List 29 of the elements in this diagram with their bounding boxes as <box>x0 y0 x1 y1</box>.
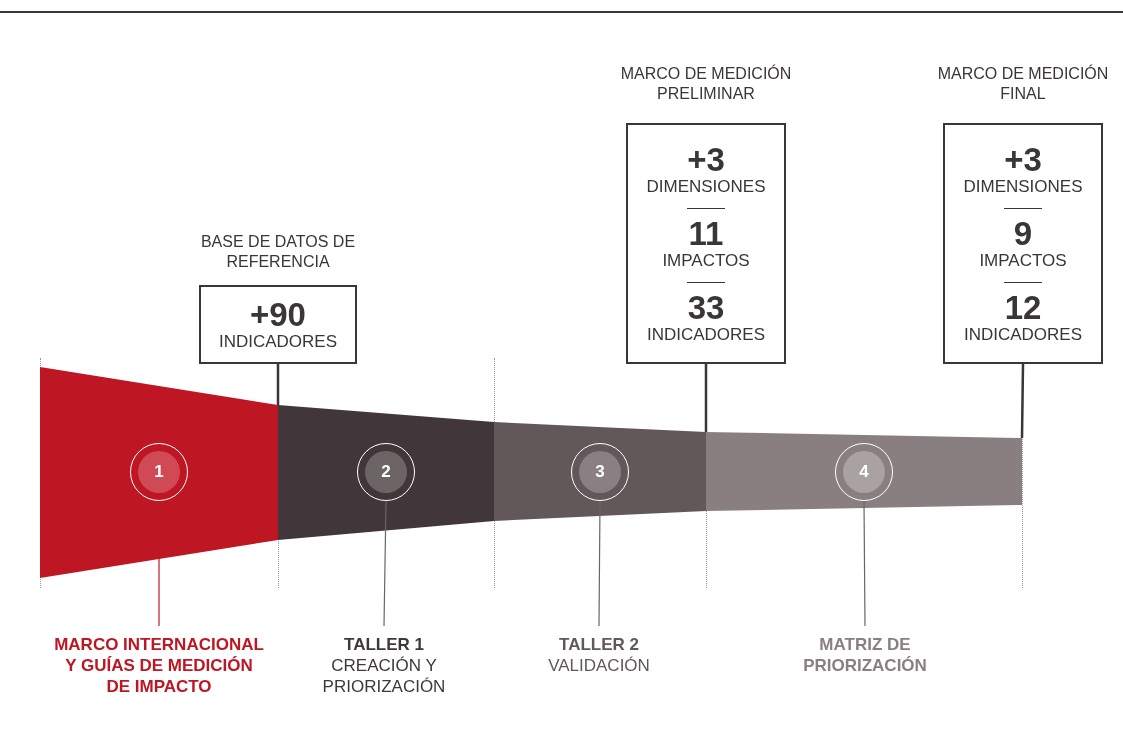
step-label: CREACIÓN Y PRIORIZACIÓN <box>321 655 447 697</box>
stat-label: IMPACTOS <box>979 250 1067 271</box>
box-heading: MARCO DE MEDICIÓN PRELIMINAR <box>620 64 792 104</box>
step-label: MARCO INTERNACIONAL Y GUÍAS DE MEDICIÓN DE IMPACTO <box>53 634 265 697</box>
step-label: TALLER 1 <box>343 634 425 655</box>
stat-label: INDICADORES <box>646 324 766 345</box>
stat-number: 11 <box>688 216 724 251</box>
stat-label: IMPACTOS <box>662 250 750 271</box>
leader-line <box>383 500 387 627</box>
stat-number: +90 <box>250 297 306 332</box>
step-label: VALIDACIÓN <box>547 655 651 676</box>
leader-line <box>598 500 601 627</box>
stat-number: 33 <box>687 290 725 325</box>
stat-label: INDICADORES <box>963 324 1083 345</box>
box-heading: MARCO DE MEDICIÓN FINAL <box>937 64 1109 104</box>
stat-number: 12 <box>1004 290 1042 325</box>
box-heading: BASE DE DATOS DE REFERENCIA <box>199 232 357 272</box>
stat-number: 9 <box>1013 216 1033 251</box>
step-label: MATRIZ DE PRIORIZACIÓN <box>802 634 928 676</box>
leader-line <box>1020 364 1025 438</box>
stat-number: +3 <box>1004 142 1042 177</box>
leader-line <box>276 364 280 405</box>
step-label: TALLER 2 <box>558 634 640 655</box>
stat-number: +3 <box>687 142 725 177</box>
leader-line <box>863 500 866 627</box>
leader-line <box>704 364 708 432</box>
stat-label: DIMENSIONES <box>646 176 766 197</box>
stat-label: INDICADORES <box>218 331 338 352</box>
stat-label: DIMENSIONES <box>963 176 1083 197</box>
